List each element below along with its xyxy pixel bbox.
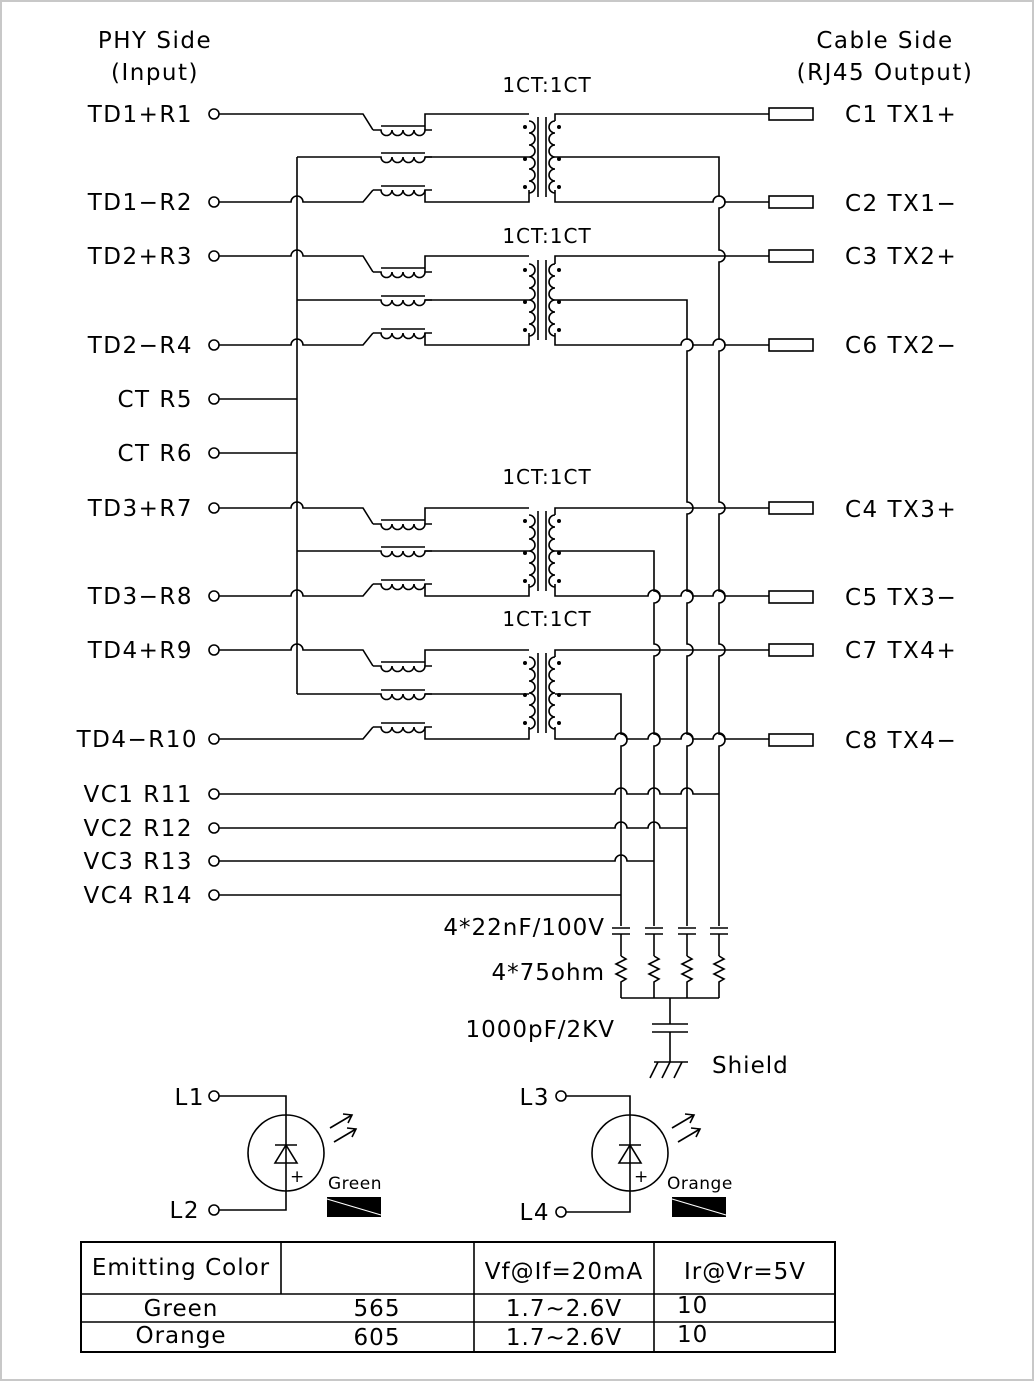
table-header-emitting-color: Emitting Color xyxy=(92,1255,270,1281)
phy-side-subtitle: (Input) xyxy=(111,60,199,86)
table-header-vf: Vf@If=20mA xyxy=(485,1259,643,1285)
hv-capacitor-label: 1000pF/2KV xyxy=(465,1017,615,1043)
pin-label-r9: TD4+R9 xyxy=(87,638,193,664)
pin-label-r2: TD1−R2 xyxy=(87,190,193,216)
table-cell-color-green: Green xyxy=(144,1296,219,1322)
pin-r2 xyxy=(208,196,220,208)
pin-c2 xyxy=(768,195,814,209)
table-cell-color-orange: Orange xyxy=(136,1323,227,1349)
pin-r8 xyxy=(208,590,220,602)
table-cell-vf-green: 1.7~2.6V xyxy=(506,1296,622,1322)
pin-r11 xyxy=(208,788,220,800)
cable-side-subtitle: (RJ45 Output) xyxy=(797,60,974,86)
phy-side-title: PHY Side xyxy=(98,28,212,54)
pin-r9 xyxy=(208,644,220,656)
pin-r14 xyxy=(208,889,220,901)
pin-label-r11: VC1 R11 xyxy=(84,782,194,808)
led-orange: L3 L4 + Orange xyxy=(520,1085,733,1226)
resistor-label: 4*75ohm xyxy=(492,960,605,986)
pin-label-c4: C4 TX3+ xyxy=(845,497,957,523)
capacitor-label: 4*22nF/100V xyxy=(443,915,605,941)
led1-color-label: Green xyxy=(328,1174,382,1194)
pin-r12 xyxy=(208,822,220,834)
pin-r6 xyxy=(208,447,220,459)
led2-pin-top-label: L3 xyxy=(520,1085,550,1111)
led-spec-table: Emitting Color Vf@If=20mA Ir@Vr=5V Green… xyxy=(80,1241,836,1353)
right-pins xyxy=(768,107,814,747)
pin-label-r1: TD1+R1 xyxy=(87,102,193,128)
hv-capacitor xyxy=(652,998,688,1062)
table-cell-ir-orange: 10 xyxy=(677,1322,708,1348)
pin-label-r14: VC4 R14 xyxy=(84,883,194,909)
pin-label-c6: C6 TX2− xyxy=(845,333,957,359)
left-pins xyxy=(208,108,220,901)
pin-r1 xyxy=(208,108,220,120)
pin-label-r6: CT R6 xyxy=(117,441,193,467)
led2-pin-bottom-label: L4 xyxy=(520,1200,550,1226)
led2-color-label: Orange xyxy=(667,1174,733,1194)
table-cell-wavelength-green: 565 xyxy=(354,1296,401,1322)
right-pin-labels: C1 TX1+ C2 TX1− C3 TX2+ C6 TX2− C4 TX3+ … xyxy=(845,102,957,754)
pin-r3 xyxy=(208,250,220,262)
table-cell-vf-orange: 1.7~2.6V xyxy=(506,1325,622,1351)
wiring xyxy=(219,113,769,1079)
pin-label-c5: C5 TX3− xyxy=(845,585,957,611)
capacitor-bank xyxy=(612,927,728,956)
table-cell-wavelength-orange: 605 xyxy=(354,1325,401,1351)
pin-r10 xyxy=(208,733,220,745)
pin-c5 xyxy=(768,590,814,604)
shield-label: Shield xyxy=(712,1053,789,1079)
led-green: L1 L2 + Green xyxy=(170,1085,382,1224)
pin-c8 xyxy=(768,733,814,747)
pin-label-c1: C1 TX1+ xyxy=(845,102,957,128)
light-emission-icon xyxy=(329,1113,358,1143)
cable-side-title: Cable Side xyxy=(816,28,953,54)
pin-r4 xyxy=(208,339,220,351)
ratio-label-2: 1CT:1CT xyxy=(502,224,591,248)
pin-c3 xyxy=(768,249,814,263)
pin-label-r5: CT R5 xyxy=(117,387,193,413)
ratio-label-1: 1CT:1CT xyxy=(502,73,591,97)
ratio-label-4: 1CT:1CT xyxy=(502,607,591,631)
pin-r7 xyxy=(208,502,220,514)
shield-ground-icon xyxy=(649,1061,688,1079)
pin-label-c7: C7 TX4+ xyxy=(845,638,957,664)
led1-pin-top-label: L1 xyxy=(175,1085,205,1111)
table-header-ir: Ir@Vr=5V xyxy=(684,1259,806,1285)
pin-label-r13: VC3 R13 xyxy=(84,849,194,875)
pin-c6 xyxy=(768,338,814,352)
pin-label-r7: TD3+R7 xyxy=(87,496,193,522)
ratio-label-3: 1CT:1CT xyxy=(502,465,591,489)
pin-c4 xyxy=(768,501,814,515)
led2-plus-sign: + xyxy=(634,1167,649,1187)
pin-label-c8: C8 TX4− xyxy=(845,728,957,754)
pin-c1 xyxy=(768,107,814,121)
resistor-bank xyxy=(614,955,726,999)
pin-label-r12: VC2 R12 xyxy=(84,816,194,842)
pin-label-r3: TD2+R3 xyxy=(87,244,193,270)
light-emission-icon xyxy=(671,1113,702,1143)
left-pin-labels: TD1+R1 TD1−R2 TD2+R3 TD2−R4 CT R5 CT R6 … xyxy=(76,102,198,909)
table-cell-ir-green: 10 xyxy=(677,1293,708,1319)
pin-label-r4: TD2−R4 xyxy=(87,333,193,359)
pin-label-c2: C2 TX1− xyxy=(845,191,957,217)
pin-c7 xyxy=(768,643,814,657)
led1-plus-sign: + xyxy=(290,1167,305,1187)
pin-label-r8: TD3−R8 xyxy=(87,584,193,610)
pin-r5 xyxy=(208,393,220,405)
pin-label-c3: C3 TX2+ xyxy=(845,244,957,270)
pin-r13 xyxy=(208,855,220,867)
pin-label-r10: TD4−R10 xyxy=(76,727,198,753)
led1-pin-bottom-label: L2 xyxy=(170,1198,200,1224)
